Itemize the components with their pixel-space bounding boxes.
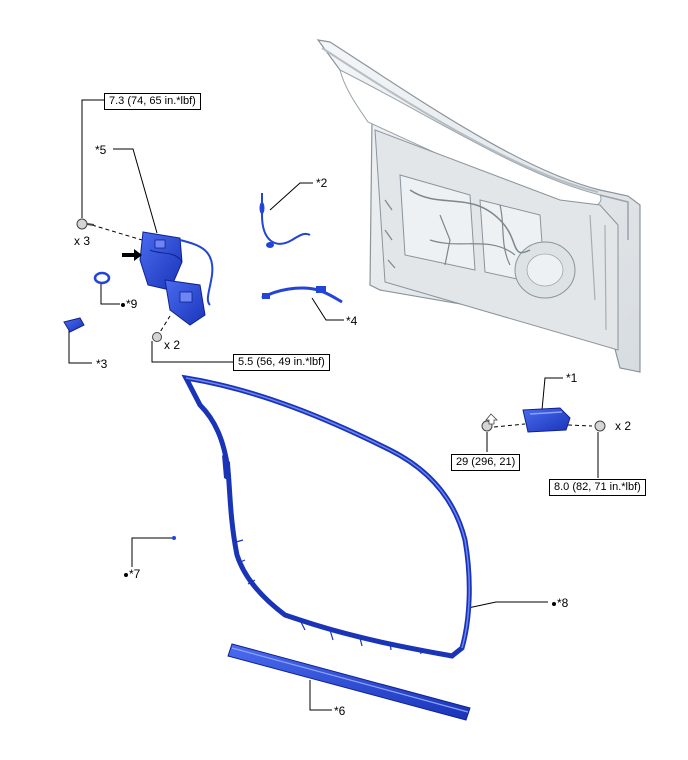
callout-7-wrap: *7 [124, 567, 140, 581]
door-weatherstrip [181, 374, 472, 659]
qty-lower-bolt: x 2 [164, 338, 181, 352]
torque-label-handle-nut: 8.0 (82, 71 in.*lbf) [549, 479, 646, 496]
bullet-icon [552, 601, 556, 606]
door-lock-assembly [122, 231, 214, 326]
qty-lock-bolt: x 3 [74, 234, 91, 248]
callout-7: *7 [129, 567, 141, 581]
bullet-icon [124, 572, 128, 577]
sill-strip [227, 643, 471, 721]
leader-lines [68, 99, 599, 711]
lock-cable-2 [259, 193, 311, 248]
torque-label-lower-bolt: 5.5 (56, 49 in.*lbf) [233, 354, 330, 371]
callout-6: *6 [334, 704, 346, 718]
lock-cable-4 [261, 286, 343, 304]
o-ring [93, 271, 111, 285]
callout-5: *5 [95, 143, 107, 157]
lock-bolt [76, 218, 95, 230]
lower-bolt [152, 332, 162, 342]
callout-1: *1 [566, 371, 578, 385]
handle-frame [522, 407, 571, 433]
bullet-icon [121, 302, 125, 307]
callout-8-wrap: *8 [552, 596, 568, 610]
handle-nut [594, 420, 606, 432]
callout-3: *3 [96, 357, 108, 371]
small-clip [172, 536, 176, 540]
callout-2: *2 [316, 176, 328, 190]
qty-handle-nut: x 2 [615, 419, 632, 433]
callout-4: *4 [346, 314, 358, 328]
door-panel [316, 39, 641, 373]
clip-part [63, 317, 85, 333]
torque-label-lock-bolt: 7.3 (74, 65 in.*lbf) [104, 93, 201, 110]
callout-9-wrap: *9 [121, 297, 137, 311]
callout-8: *8 [557, 596, 569, 610]
callout-9: *9 [126, 297, 138, 311]
handle-bolt [481, 413, 498, 432]
torque-label-handle-bolt: 29 (296, 21) [451, 454, 521, 471]
